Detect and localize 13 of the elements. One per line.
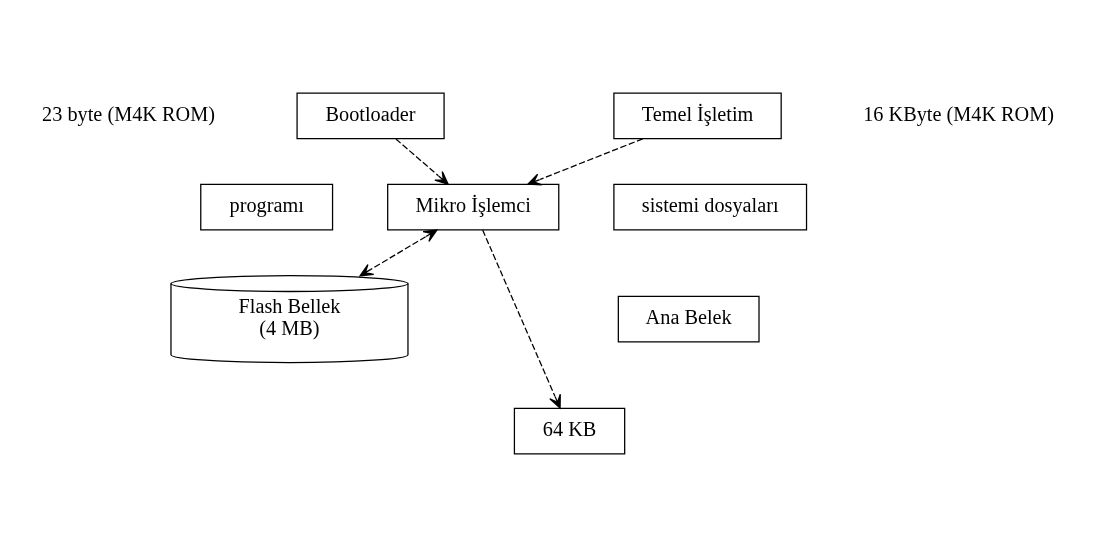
arrow	[527, 138, 644, 186]
arrow	[482, 229, 561, 409]
node-box: programı	[200, 183, 334, 231]
node-box: Mikro İşlemci	[387, 183, 560, 231]
label: 23 byte (M4K ROM)	[42, 102, 215, 125]
arrow	[395, 138, 449, 185]
node-box: Ana Belek	[617, 295, 760, 343]
node-box: Temel İşletim	[613, 92, 782, 140]
node-box: 64 KB	[513, 407, 626, 455]
node-box: Bootloader	[296, 92, 445, 140]
arrow	[359, 229, 438, 277]
node-box: sistemi dosyaları	[613, 183, 808, 231]
label: 16 KByte (M4K ROM)	[863, 102, 1055, 125]
